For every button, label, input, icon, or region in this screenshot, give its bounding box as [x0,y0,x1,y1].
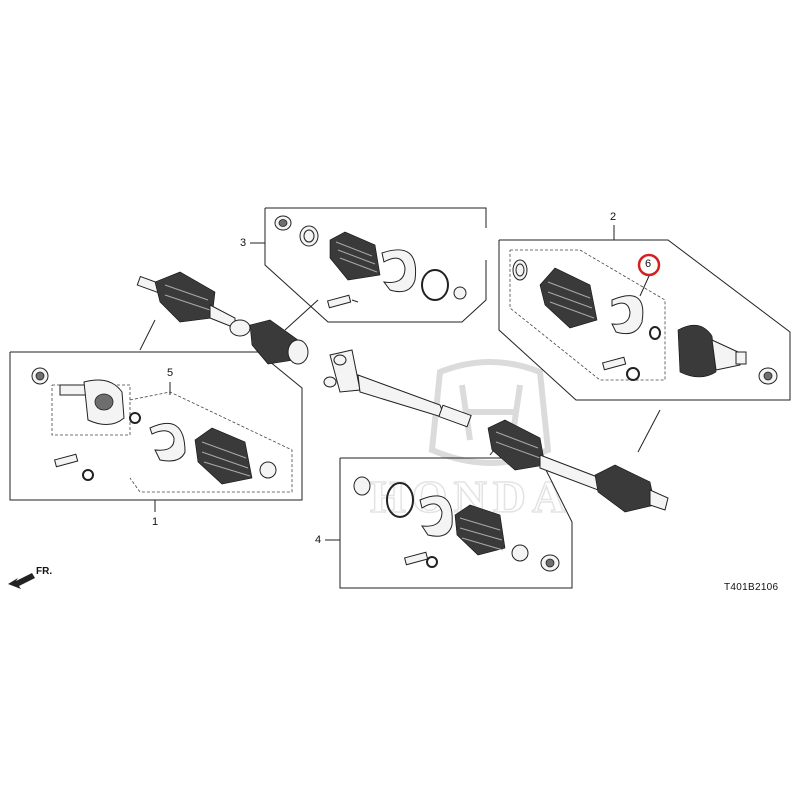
circlip-part [421,269,449,301]
boot-part [194,427,253,485]
honda-logo-icon [428,359,552,466]
tool-part [326,294,352,309]
tool-part [601,356,627,371]
boot-band-part [419,495,453,537]
boot-band-part [611,295,644,335]
boot-band-part [149,423,186,462]
callout-6-highlight-circle [637,253,661,277]
circlip-part [386,482,414,518]
tool-part [403,551,429,566]
right-driveshaft-assembly [323,349,669,513]
boot-band-large [381,249,417,293]
outer-cv-joint-part [677,324,747,378]
callout-2: 2 [610,211,617,223]
diagram-code: T401B2106 [724,582,779,593]
group-3-kit [250,207,487,331]
callout-5: 5 [167,367,174,379]
direction-label: FR. [36,566,53,577]
group-2-kit [498,225,791,453]
honda-logo-watermark: HONDA [369,359,566,523]
front-direction-arrow-icon [8,573,35,589]
callout-3: 3 [240,237,247,249]
group-4-kit [325,429,573,589]
boot-part [329,231,381,281]
inner-cv-joint-part [59,379,125,425]
boot-part [539,267,598,329]
boot-part [454,504,506,556]
callout-1: 1 [152,516,159,528]
left-driveshaft-assembly [136,271,309,365]
callout-6: 6 [645,258,652,270]
callout-4: 4 [315,534,322,546]
tool-part [53,453,79,468]
group-1-kit [9,319,303,512]
